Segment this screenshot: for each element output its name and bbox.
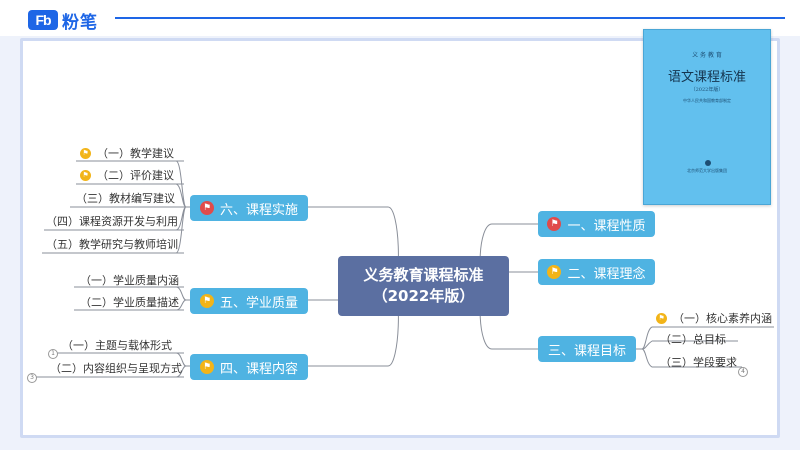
- leaf-label: （四）课程资源开发与利用: [46, 215, 178, 228]
- leaf-label: （三）学段要求: [660, 356, 737, 369]
- branch-label: 六、课程实施: [219, 202, 298, 218]
- branch-label: 三、课程目标: [547, 343, 626, 359]
- leaf-label: （三）教材编写建议: [76, 192, 175, 205]
- branch-label: 一、课程性质: [567, 218, 646, 234]
- branch-nature[interactable]: ⚑ 一、课程性质: [538, 211, 655, 237]
- leaf-label: （二）评价建议: [97, 169, 174, 182]
- branch-philosophy[interactable]: ⚑ 二、课程理念: [538, 259, 655, 285]
- leaf-label: （一）主题与载体形式: [62, 339, 172, 352]
- connector-content-children: [34, 352, 190, 378]
- leaf-teacher-training[interactable]: （五）教学研究与教师培训: [46, 236, 178, 252]
- leaf-stage-requirements[interactable]: （三）学段要求: [660, 354, 737, 370]
- book-author: 中华人民共和国教育部制定: [683, 98, 731, 103]
- branch-label: 二、课程理念: [567, 266, 646, 282]
- branch-label: 五、学业质量: [219, 295, 298, 311]
- content-frame: [20, 38, 780, 438]
- central-topic[interactable]: 义务教育课程标准 （2022年版）: [338, 256, 509, 316]
- yellow-flag-icon: ⚑: [199, 360, 214, 374]
- leaf-label: （二）学业质量描述: [80, 296, 179, 309]
- collapse-badge[interactable]: 1: [48, 349, 58, 359]
- leaf-core-literacy[interactable]: ⚑ （一）核心素养内涵: [656, 310, 772, 326]
- branch-course-content[interactable]: ⚑ 四、课程内容: [190, 354, 308, 380]
- leaf-overall-goal[interactable]: （二）总目标: [660, 331, 726, 347]
- book-title: 语文课程标准: [667, 70, 746, 85]
- leaf-theme-carrier[interactable]: （一）主题与载体形式: [62, 337, 172, 353]
- header-rule: [115, 17, 785, 19]
- connector-implementation-children: [42, 160, 190, 254]
- central-title: 义务教育课程标准: [363, 266, 484, 284]
- leaf-label: （五）教学研究与教师培训: [46, 238, 178, 251]
- leaf-label: （一）学业质量内涵: [80, 274, 179, 287]
- yellow-flag-icon: ⚑: [80, 147, 91, 159]
- central-subtitle: （2022年版）: [372, 287, 475, 305]
- collapse-badge[interactable]: 4: [738, 367, 748, 377]
- leaf-quality-meaning[interactable]: （一）学业质量内涵: [80, 272, 179, 288]
- yellow-flag-icon: ⚑: [547, 265, 562, 279]
- red-flag-icon: ⚑: [547, 217, 562, 231]
- book-series: 义 务 教 育: [692, 52, 722, 59]
- yellow-flag-icon: ⚑: [199, 294, 214, 308]
- publisher-logo-icon: [705, 160, 711, 166]
- leaf-resource-development[interactable]: （四）课程资源开发与利用: [46, 213, 178, 229]
- connector-quality-children: [74, 286, 190, 311]
- leaf-evaluation-advice[interactable]: ⚑ （二）评价建议: [80, 167, 174, 183]
- yellow-flag-icon: ⚑: [80, 169, 91, 181]
- book-cover-image: 义 务 教 育 语文课程标准 （2022年版） 中华人民共和国教育部制定 北京师…: [643, 29, 771, 205]
- connector-goals-children: [636, 326, 774, 368]
- branch-goals[interactable]: 三、课程目标: [538, 336, 636, 362]
- leaf-textbook-advice[interactable]: （三）教材编写建议: [76, 190, 175, 206]
- logo-text: 粉笔: [62, 12, 98, 33]
- branch-implementation[interactable]: ⚑ 六、课程实施: [190, 195, 308, 221]
- branch-label: 四、课程内容: [219, 361, 298, 377]
- leaf-teaching-advice[interactable]: ⚑ （一）教学建议: [80, 145, 174, 161]
- branch-academic-quality[interactable]: ⚑ 五、学业质量: [190, 288, 308, 314]
- collapse-badge[interactable]: 3: [27, 373, 37, 383]
- book-publisher: 北京师范大学出版集团: [687, 168, 727, 173]
- book-edition: （2022年版）: [690, 87, 724, 93]
- leaf-quality-description[interactable]: （二）学业质量描述: [80, 294, 179, 310]
- red-flag-icon: ⚑: [199, 201, 214, 215]
- yellow-flag-icon: ⚑: [656, 312, 667, 324]
- leaf-label: （二）总目标: [660, 333, 726, 346]
- leaf-content-organization[interactable]: （二）内容组织与呈现方式: [50, 360, 182, 376]
- leaf-label: （一）核心素养内涵: [673, 312, 772, 325]
- logo-mark: Fb: [28, 10, 58, 30]
- top-bar: Fb 粉笔: [0, 0, 800, 36]
- leaf-label: （二）内容组织与呈现方式: [50, 362, 182, 375]
- leaf-label: （一）教学建议: [97, 147, 174, 160]
- brand-logo: Fb 粉笔: [28, 9, 98, 33]
